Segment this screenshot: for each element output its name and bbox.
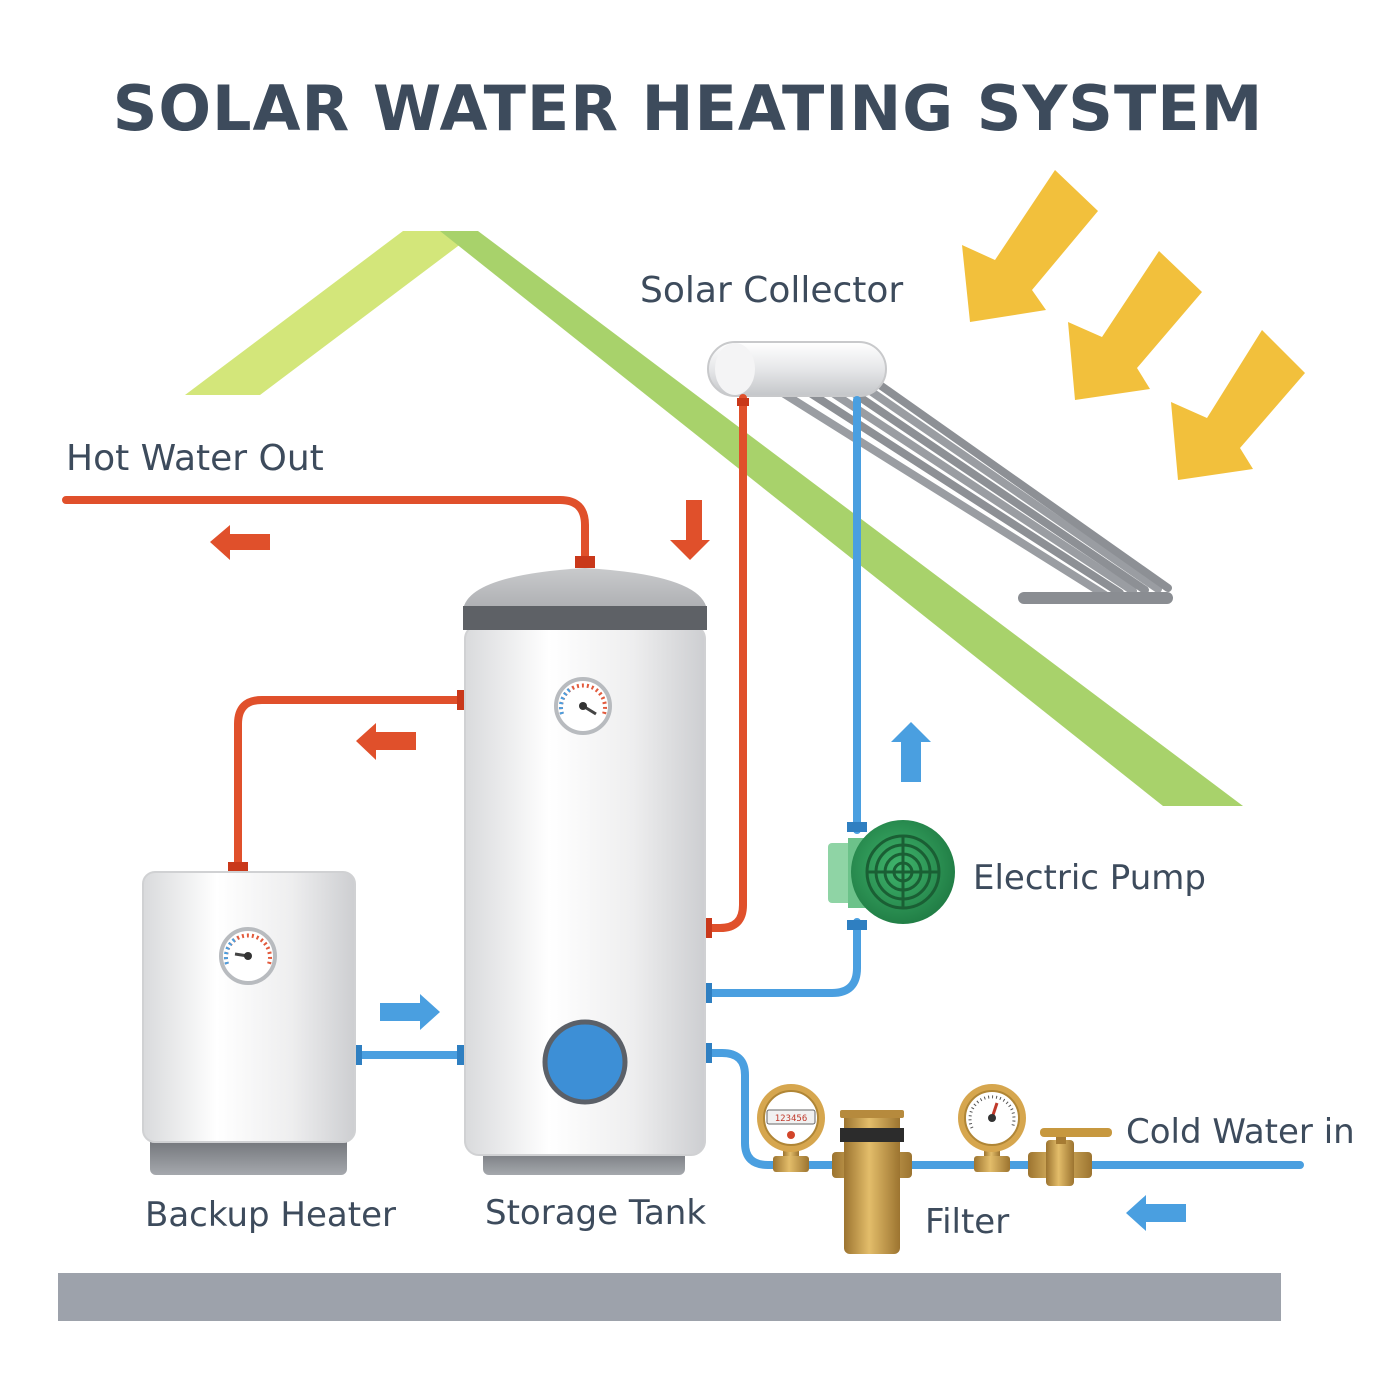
sunlight-arrows bbox=[962, 170, 1305, 480]
arrow-down-hot bbox=[670, 500, 710, 560]
label-backup-heater: Backup Heater bbox=[145, 1195, 396, 1235]
meter-reading: 123456 bbox=[775, 1114, 808, 1124]
storage-tank-gauge bbox=[554, 677, 612, 735]
water-filter bbox=[832, 1110, 912, 1254]
flow-arrows bbox=[210, 500, 1186, 1231]
arrow-left-cold-in bbox=[1126, 1195, 1186, 1231]
cold-water-pipes bbox=[351, 396, 1304, 1169]
label-hot-water-out: Hot Water Out bbox=[66, 438, 324, 479]
label-filter: Filter bbox=[925, 1202, 1010, 1242]
label-electric-pump: Electric Pump bbox=[973, 858, 1206, 898]
solar-collector-tubes bbox=[766, 373, 1173, 604]
shutoff-valve bbox=[1028, 1128, 1112, 1186]
label-solar-collector: Solar Collector bbox=[640, 270, 904, 311]
hot-water-pipes bbox=[62, 394, 747, 932]
pressure-gauge bbox=[958, 1084, 1026, 1172]
label-cold-water-in: Cold Water in bbox=[1126, 1112, 1355, 1152]
water-meter bbox=[757, 1084, 825, 1172]
ground-floor bbox=[58, 1273, 1281, 1321]
storage-tank bbox=[463, 568, 707, 1175]
backup-heater-gauge bbox=[219, 927, 277, 985]
backup-heater bbox=[142, 871, 356, 1175]
arrow-left-to-heater bbox=[356, 723, 416, 760]
diagram-title: SOLAR WATER HEATING SYSTEM bbox=[112, 72, 1264, 145]
electric-pump bbox=[828, 820, 955, 924]
roof bbox=[185, 231, 1243, 806]
arrow-up-to-collector bbox=[891, 722, 931, 782]
label-storage-tank: Storage Tank bbox=[485, 1193, 707, 1233]
solar-collector-header-cylinder bbox=[707, 341, 887, 397]
arrow-right-to-tank bbox=[380, 994, 440, 1030]
arrow-left-hot-out bbox=[210, 525, 270, 560]
